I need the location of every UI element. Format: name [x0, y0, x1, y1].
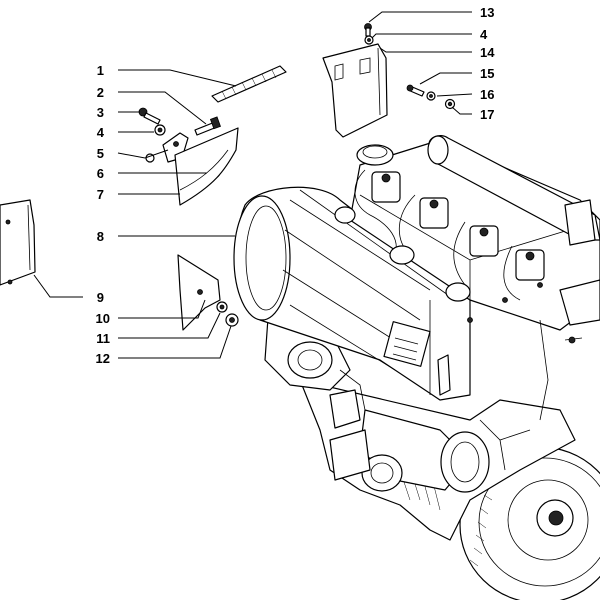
callout-6: 6 — [97, 166, 104, 181]
callout-1: 1 — [97, 63, 104, 78]
part-screw-3 — [138, 107, 161, 125]
callout-4-upper: 4 — [480, 27, 488, 42]
part-screw-13 — [364, 23, 372, 37]
callout-16: 16 — [480, 87, 494, 102]
part-bolt-15 — [406, 84, 425, 97]
air-intake-housing — [233, 186, 471, 401]
callout-3: 3 — [97, 105, 104, 120]
cylinder-head — [334, 135, 600, 344]
callout-9: 9 — [97, 290, 104, 305]
callout-7: 7 — [97, 187, 104, 202]
callout-17: 17 — [480, 107, 494, 122]
callout-11: 11 — [96, 331, 110, 346]
part-nut-12 — [225, 313, 239, 327]
leader-lines — [33, 11, 473, 359]
callout-14: 14 — [480, 45, 495, 60]
part-shield-9 — [0, 199, 36, 286]
part-washer-16 — [426, 91, 436, 101]
part-nut-17 — [444, 98, 456, 110]
part-plate-10 — [177, 254, 221, 331]
callout-13: 13 — [480, 5, 494, 20]
callout-labels: 1 2 3 4 5 6 7 8 9 10 11 12 13 4 14 15 16… — [96, 5, 496, 366]
callout-5: 5 — [97, 146, 104, 161]
callout-4: 4 — [97, 125, 105, 140]
part-shield-14 — [322, 43, 388, 138]
oil-pipe — [539, 319, 549, 421]
callout-12: 12 — [96, 351, 110, 366]
callout-8: 8 — [97, 229, 104, 244]
engine-assembly — [233, 135, 600, 600]
callout-2: 2 — [97, 85, 104, 100]
part-hose — [211, 65, 287, 103]
part-washer-4-upper — [364, 35, 374, 45]
starter-motor — [329, 409, 490, 493]
callout-10: 10 — [96, 311, 110, 326]
part-washer-4 — [154, 124, 166, 136]
part-washer-11 — [216, 301, 228, 313]
part-bolt-2 — [194, 116, 221, 136]
callout-15: 15 — [480, 66, 494, 81]
